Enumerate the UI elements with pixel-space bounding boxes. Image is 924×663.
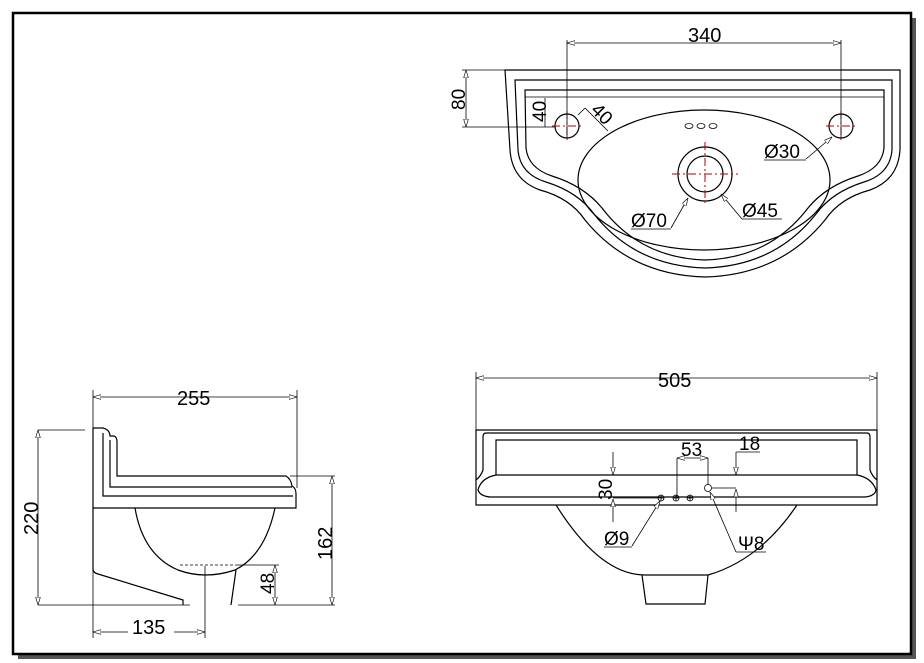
- basin-outline-inner: [524, 89, 885, 261]
- dim-80: 80: [449, 89, 470, 110]
- dim-48: 48: [258, 573, 279, 594]
- dim-18: 18: [739, 434, 760, 455]
- dim-30: 30: [596, 479, 617, 500]
- side-skirt: [92, 508, 184, 605]
- dim-255: 255: [177, 388, 210, 410]
- dim-53: 53: [681, 440, 702, 461]
- dim-overflow-hole: Ø9: [604, 529, 629, 550]
- bowl-outline: [577, 109, 831, 251]
- dim-overflow-slot: Ψ8: [738, 534, 764, 555]
- top-view: 340 80 40 40 Ø30 Ø70 Ø45: [449, 25, 901, 278]
- dim-220: 220: [21, 502, 43, 535]
- front-pedestal: [641, 574, 709, 605]
- dim-505: 505: [658, 370, 691, 392]
- dim-tap-diameter: Ø30: [764, 142, 800, 163]
- side-bowl: [134, 507, 276, 576]
- front-bowl: [555, 504, 798, 576]
- basin-outline-outer: [504, 69, 901, 278]
- dim-340: 340: [688, 25, 721, 47]
- dim-162: 162: [315, 527, 337, 560]
- front-view: 505 53 18 30 Ø9 Ψ8: [475, 370, 878, 605]
- dim-waste-outer: Ø70: [631, 211, 667, 232]
- side-view: 255 220 162 48 135: [21, 388, 337, 639]
- dim-waste-inner: Ø45: [742, 201, 778, 222]
- side-body: [92, 427, 297, 509]
- basin-outline-mid: [514, 79, 893, 269]
- dim-135: 135: [132, 617, 165, 639]
- dim-40-vertical: 40: [530, 101, 551, 122]
